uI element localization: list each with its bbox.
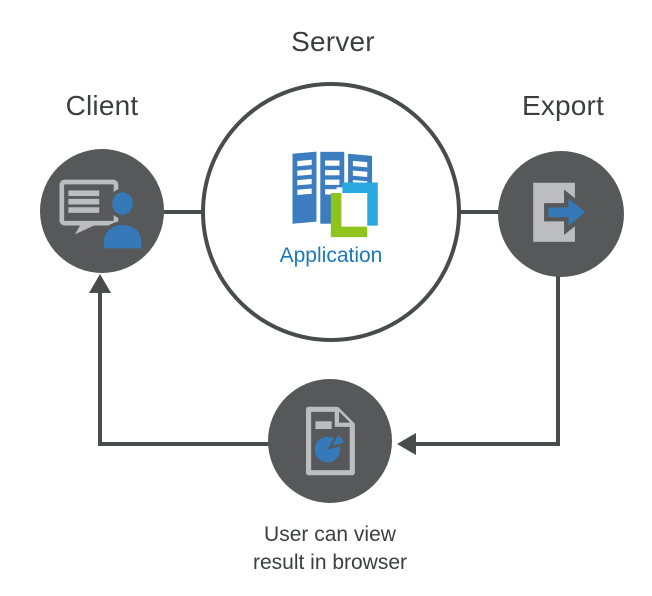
server-racks-application-icon	[292, 151, 378, 238]
report-document-pie-icon	[306, 406, 355, 476]
export-circle	[498, 151, 624, 277]
client-circle	[40, 149, 164, 273]
edge-result-client	[98, 290, 272, 446]
result-caption-line1: User can view	[264, 523, 396, 546]
server-label: Server	[291, 26, 375, 57]
server-circle: Application	[201, 82, 461, 342]
application-label: Application	[279, 244, 383, 267]
export-label: Export	[521, 90, 605, 121]
edge-export-result	[414, 274, 560, 446]
arrowhead-left-icon	[397, 433, 416, 455]
client-label: Client	[65, 90, 139, 121]
result-circle	[268, 379, 392, 503]
arrowhead-up-icon	[89, 274, 111, 293]
result-caption: User can view result in browser	[205, 521, 455, 577]
result-caption-line2: result in browser	[252, 551, 408, 574]
export-arrow-icon	[533, 182, 593, 242]
user-at-screen-icon	[59, 179, 145, 253]
